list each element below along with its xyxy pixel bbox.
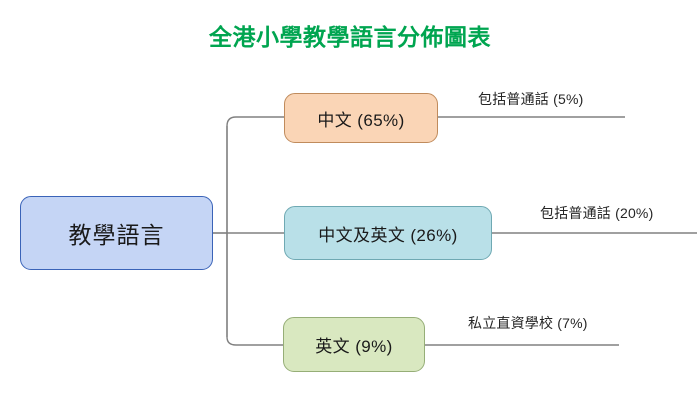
page-title: 全港小學教學語言分佈圖表 [209, 25, 491, 50]
node-root-label: 教學語言 [68, 222, 165, 248]
node-chinese-label: 中文 (65%) [317, 110, 405, 130]
annotation-english: 私立直資學校 (7%) [468, 315, 588, 331]
annotation-chinese: 包括普通話 (5%) [478, 91, 584, 107]
node-bilingual-label: 中文及英文 (26%) [318, 225, 458, 245]
annotation-bilingual: 包括普通話 (20%) [540, 205, 654, 221]
node-english-label: 英文 (9%) [315, 337, 393, 356]
node-english[interactable]: 英文 (9%) [283, 317, 425, 372]
node-chinese[interactable]: 中文 (65%) [284, 93, 438, 143]
connector-branch-chinese [226, 116, 284, 127]
node-bilingual[interactable]: 中文及英文 (26%) [284, 206, 492, 260]
connector-branch-english [226, 336, 283, 346]
node-root-teaching-language[interactable]: 教學語言 [20, 196, 213, 270]
